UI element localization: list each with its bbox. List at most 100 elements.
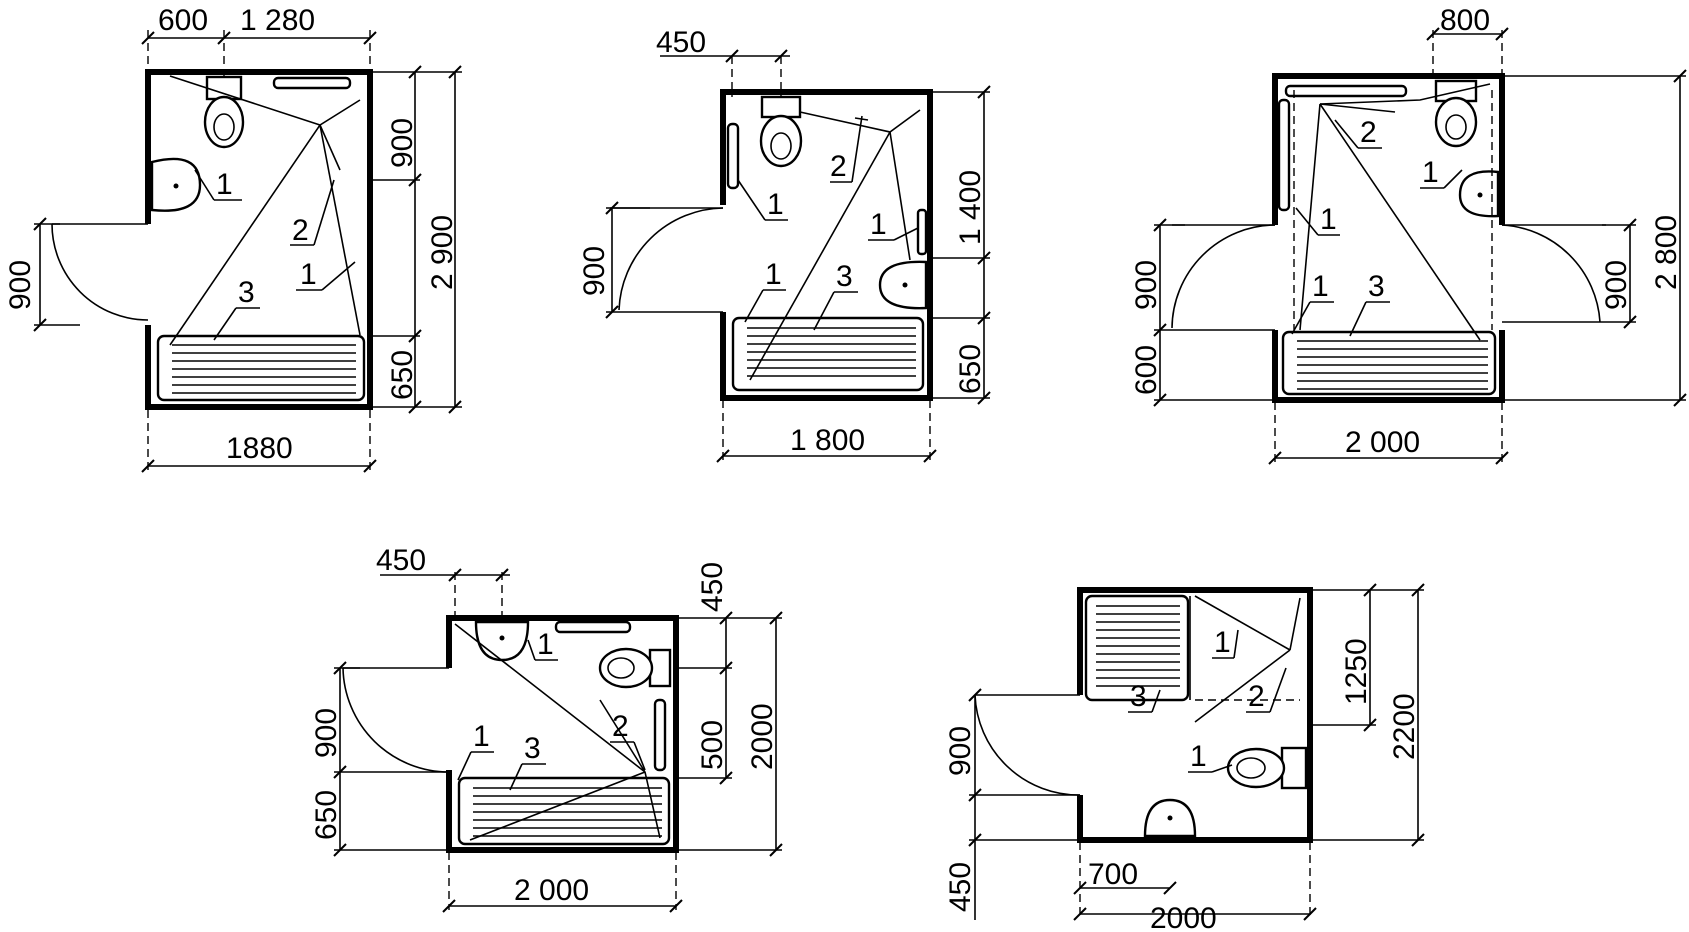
- plan-d-dim-450-top: 450: [376, 544, 426, 577]
- plan-c-callout-1a: 1: [1422, 156, 1439, 189]
- plan-b: 450 1 400 650 900 1 800 2 1 1 1 3: [578, 26, 991, 463]
- plan-e-sink: [1143, 798, 1197, 838]
- plan-e-callout-2: 2: [1248, 680, 1265, 713]
- plan-e-callout-3: 3: [1130, 680, 1147, 713]
- plan-a: 600 1 280 900 2 900 650 900 1880 1 2 1 3: [4, 4, 462, 473]
- plan-e-toilet: [1226, 746, 1308, 790]
- plan-c-callout-1b: 1: [1320, 203, 1337, 236]
- plan-d-dim-900-door: 900: [310, 708, 343, 758]
- plan-a-sink: [150, 157, 202, 212]
- plan-b-callout-1a: 1: [767, 188, 784, 221]
- plan-a-walls: [145, 69, 373, 410]
- plan-a-dim-900-door: 900: [4, 260, 37, 310]
- plan-a-callouts: 1 2 1 3: [194, 168, 356, 341]
- plan-c-door-right: [1501, 224, 1606, 323]
- plan-e-callout-1a: 1: [1214, 626, 1231, 659]
- plan-e-dim-700: 700: [1088, 858, 1138, 891]
- plan-d-callouts: 1 2 1 3: [457, 628, 646, 791]
- plan-d-bathtub: [457, 776, 671, 846]
- plan-e-callouts: 1 3 2 1: [1128, 626, 1287, 773]
- plan-d-toilet: [598, 647, 672, 689]
- plan-c: 800 900 2 800 900 600 2 000 2 1 1 1 3: [1130, 4, 1687, 465]
- plan-a-pipe-lines: [169, 75, 361, 346]
- plan-d-walls: [446, 615, 679, 853]
- plan-e: 1250 2200 900 450 700 2000 1 3 2 1: [944, 583, 1425, 932]
- plan-c-callouts: 2 1 1 1 3: [1291, 116, 1463, 337]
- plan-e-dim-900-door: 900: [944, 726, 977, 776]
- plan-c-dim-600: 600: [1130, 345, 1163, 395]
- plan-c-dim-2800: 2 800: [1650, 215, 1683, 290]
- plan-d-callout-2: 2: [612, 710, 629, 743]
- plan-c-towel-rail: [1284, 84, 1408, 98]
- plan-d-dim-2000-bottom: 2 000: [514, 874, 589, 907]
- plan-b-sink: [878, 260, 928, 310]
- plan-c-dim-800: 800: [1440, 4, 1490, 37]
- plan-a-callout-1b: 1: [300, 258, 317, 291]
- plan-a-callout-1a: 1: [216, 168, 233, 201]
- plan-e-callout-1b: 1: [1190, 740, 1207, 773]
- plan-a-dim-1280: 1 280: [240, 4, 315, 37]
- plan-a-dim-2900: 2 900: [426, 215, 459, 290]
- plan-b-dim-900-door: 900: [578, 246, 611, 296]
- plan-e-bathtub: [1084, 594, 1190, 702]
- plan-b-toilet: [759, 95, 803, 168]
- plan-e-dim-1250: 1250: [1340, 638, 1373, 705]
- plan-b-side-rail: [916, 208, 928, 256]
- plan-b-walls: [720, 89, 933, 401]
- plan-b-dim-650: 650: [954, 344, 987, 394]
- plan-d-sink: [474, 620, 530, 662]
- plan-c-dimension-lines: [1153, 27, 1687, 465]
- plan-b-dim-450: 450: [656, 26, 706, 59]
- plan-b-dim-1800: 1 800: [790, 424, 865, 457]
- plan-c-bathtub: [1281, 330, 1497, 396]
- plan-d-callout-3: 3: [524, 732, 541, 765]
- plan-b-callout-3: 3: [836, 260, 853, 293]
- plan-b-dimension-lines: [605, 49, 991, 463]
- plan-b-bathtub: [731, 316, 925, 392]
- plan-b-callouts: 2 1 1 1 3: [737, 115, 919, 331]
- plan-b-callout-2: 2: [830, 150, 847, 183]
- plan-b-towel-rail: [726, 122, 740, 190]
- plan-a-callout-3: 3: [238, 276, 255, 309]
- plan-c-dim-900-left: 900: [1130, 260, 1163, 310]
- plan-a-dim-650: 650: [386, 350, 419, 400]
- plan-e-walls: [1077, 587, 1313, 843]
- plan-e-dim-2000: 2000: [1150, 902, 1217, 932]
- plan-c-sink: [1458, 170, 1500, 218]
- plan-c-dim-900-right: 900: [1600, 260, 1633, 310]
- plan-d: 450 450 500 2000 900 650 2 000 1 2 1 3: [310, 544, 783, 913]
- plan-a-callout-2: 2: [292, 214, 309, 247]
- plan-d-dim-2000-right: 2000: [746, 703, 779, 770]
- plan-c-door-left: [1171, 224, 1276, 329]
- plan-d-dim-450-right: 450: [696, 562, 729, 612]
- plan-d-dim-650: 650: [310, 790, 343, 840]
- plan-d-door: [342, 667, 450, 773]
- plan-b-callout-1b: 1: [870, 208, 887, 241]
- plan-a-towel-rail: [272, 76, 352, 90]
- plan-b-callout-1c: 1: [765, 258, 782, 291]
- plan-d-callout-1b: 1: [473, 720, 490, 753]
- plan-c-walls-left: [1272, 73, 1505, 403]
- plan-d-dim-500: 500: [696, 720, 729, 770]
- plan-d-side-rail: [653, 698, 667, 772]
- plan-e-pipe-lines: [1194, 595, 1301, 723]
- plan-a-dim-1880: 1880: [226, 432, 293, 465]
- plan-c-side-rail: [1277, 98, 1291, 212]
- plan-a-dim-600: 600: [158, 4, 208, 37]
- plan-a-dim-900-right: 900: [386, 118, 419, 168]
- plan-a-door: [51, 223, 149, 321]
- plan-c-dim-2000: 2 000: [1345, 426, 1420, 459]
- plan-b-dim-1400: 1 400: [954, 170, 987, 245]
- plan-c-toilet: [1434, 79, 1478, 148]
- plan-c-pipe-lines: [1299, 83, 1491, 341]
- plan-d-dimension-lines: [333, 568, 783, 913]
- plan-a-bathtub: [156, 334, 366, 402]
- plan-b-door: [610, 207, 724, 311]
- plan-c-callout-2: 2: [1360, 116, 1377, 149]
- plan-c-callout-1c: 1: [1312, 270, 1329, 303]
- plan-e-door: [974, 694, 1081, 796]
- plan-e-dim-2200: 2200: [1388, 693, 1421, 760]
- plan-d-pipe-lines: [454, 623, 661, 841]
- plan-a-dimension-lines: [33, 31, 462, 473]
